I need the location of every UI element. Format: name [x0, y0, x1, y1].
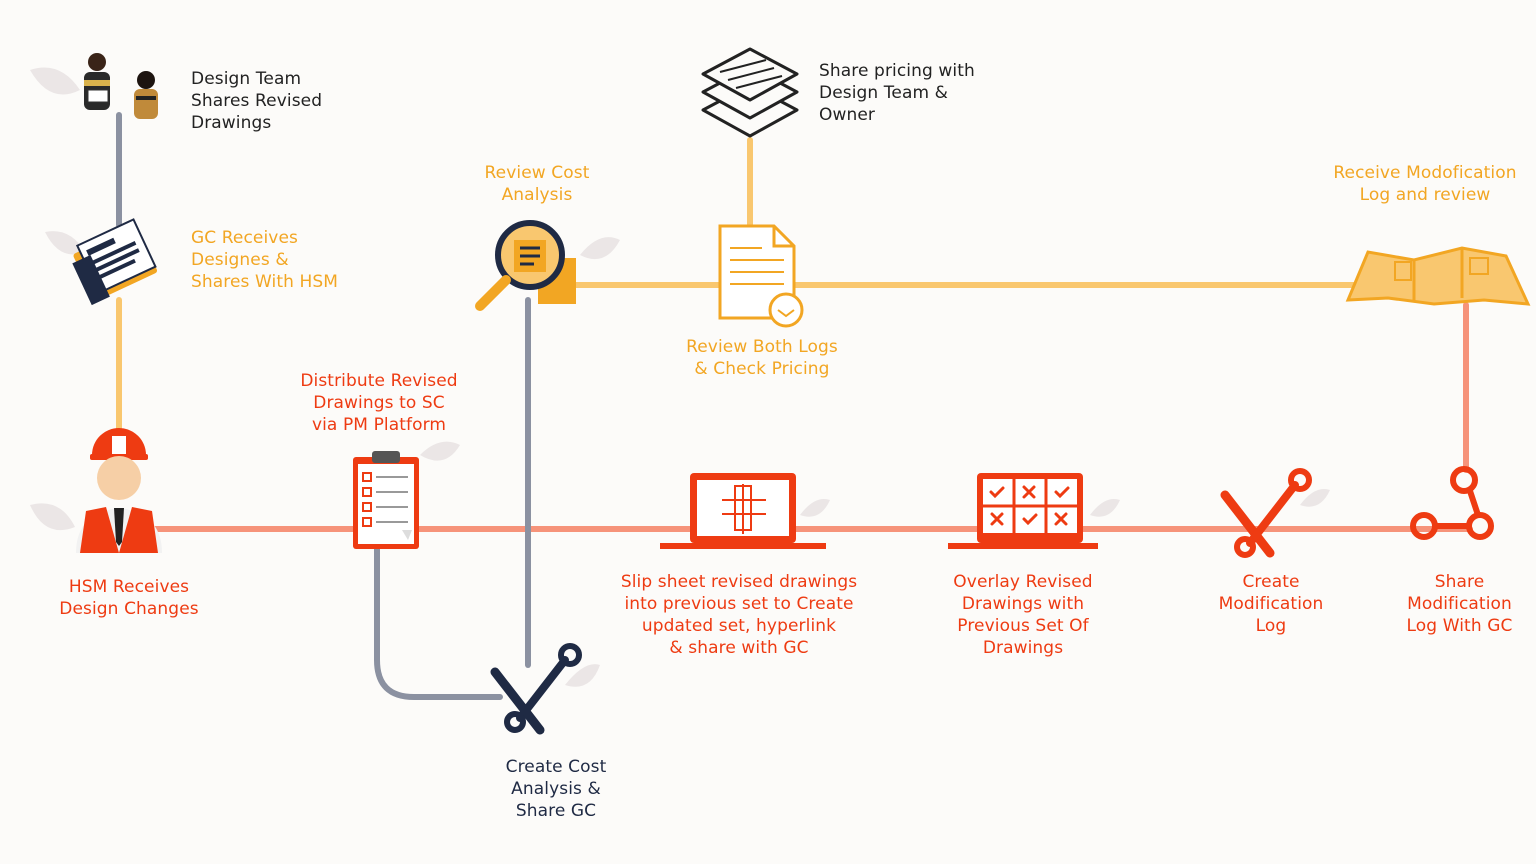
label-share-pricing: Share pricing with Design Team & Owner [819, 61, 975, 125]
label-receive-log: Receive Modofication Log and review [1333, 163, 1517, 205]
label-share-log: Share Modification Log With GC [1406, 572, 1513, 636]
decorative-leaves [30, 67, 1330, 687]
leaf-icon [1300, 489, 1330, 507]
document-clock-icon [718, 224, 804, 328]
label-slip-sheet: Slip sheet revised drawings into previou… [620, 572, 858, 658]
leaf-icon [45, 231, 85, 255]
wrench-screwdriver-icon [1220, 468, 1312, 558]
share-nodes-icon [1410, 466, 1494, 540]
label-create-cost: Create Cost Analysis & Share GC [505, 757, 607, 821]
leaf-icon [1090, 499, 1120, 517]
leaf-icon [565, 664, 600, 687]
clipboard-checklist-icon [353, 451, 419, 549]
people-icon [84, 53, 158, 119]
construction-worker-icon [76, 428, 162, 553]
leaf-icon [580, 237, 620, 260]
leaf-icon [30, 503, 75, 531]
label-distribute: Distribute Revised Drawings to SC via PM… [300, 371, 458, 435]
folded-map-icon [1345, 246, 1531, 306]
label-review-cost: Review Cost Analysis [484, 163, 590, 205]
wrench-screwdriver-icon [490, 643, 582, 735]
label-gc-receives: GC Receives Designes & Shares With HSM [191, 228, 339, 292]
connector-distribute-to-create-cost [374, 545, 503, 700]
label-design-team: Design Team Shares Revised Drawings [191, 69, 323, 133]
laptop-blueprint-icon [660, 473, 826, 549]
label-overlay: Overlay Revised Drawings with Previous S… [953, 572, 1093, 658]
label-create-log: Create Modification Log [1218, 572, 1324, 636]
magnifier-document-icon [475, 220, 576, 311]
leaf-icon [800, 499, 830, 517]
layers-stack-icon [701, 47, 799, 138]
leaf-icon [30, 67, 80, 95]
leaf-icon [420, 441, 460, 461]
label-review-logs: Review Both Logs & Check Pricing [686, 337, 838, 379]
documents-folder-icon [72, 218, 158, 306]
laptop-checkgrid-icon [948, 473, 1098, 549]
label-hsm-receives: HSM Receives Design Changes [59, 577, 199, 619]
